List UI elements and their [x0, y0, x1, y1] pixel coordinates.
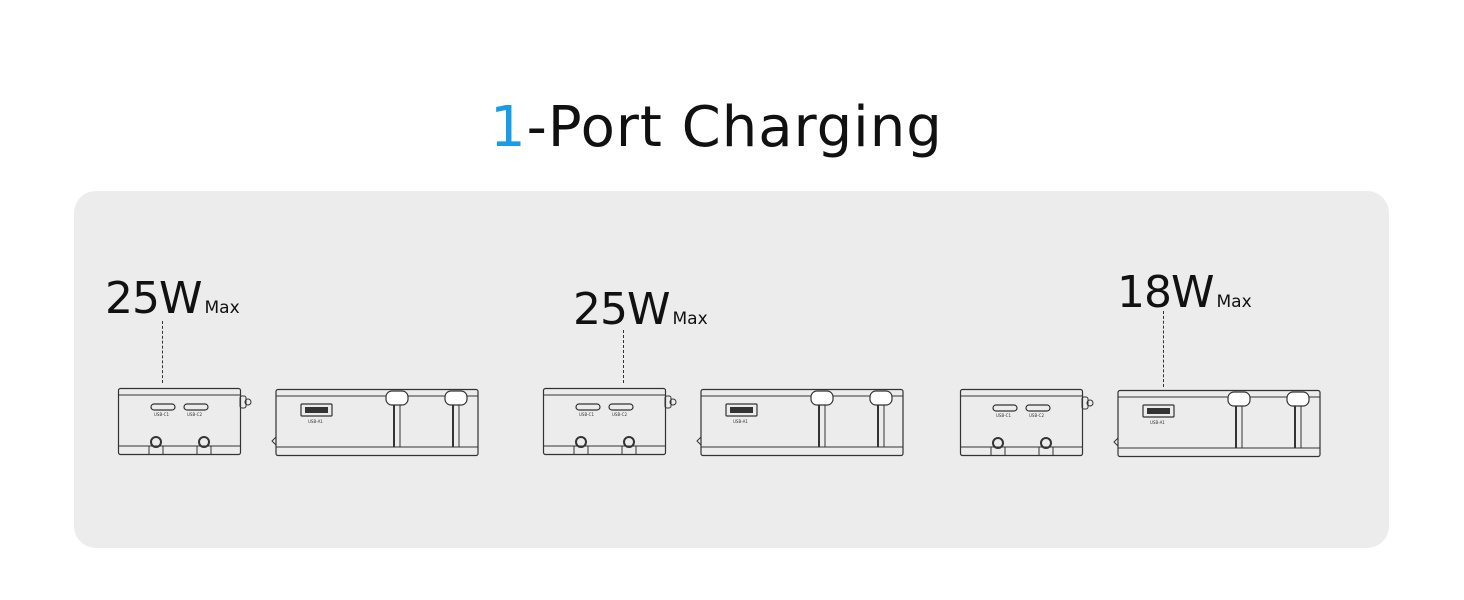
charger-side-illustration: USB-A1 [696, 388, 904, 457]
charger-front-illustration: USB-C1 USB-C2 [542, 387, 677, 456]
port-label-c1: USB-C1 [154, 412, 169, 417]
port-indicator-line [162, 321, 163, 383]
page-title: 1-Port Charging [490, 100, 943, 156]
title-text: -Port Charging [526, 95, 943, 160]
charger-front-view: USB-C1 USB-C2 [542, 387, 678, 456]
port-label-c1: USB-C1 [579, 412, 594, 417]
charger-front-illustration: USB-C1 USB-C2 [117, 387, 252, 456]
port-label-a1: USB-A1 [1150, 420, 1165, 425]
charger-side-illustration: USB-A1 [271, 388, 479, 457]
wattage-value: 25W [105, 273, 202, 324]
port-label-a1: USB-A1 [308, 419, 323, 424]
port-label-c2: USB-C2 [187, 412, 202, 417]
wattage-unit: Max [1216, 292, 1252, 312]
port-label-c2: USB-C2 [612, 412, 627, 417]
wattage-unit: Max [204, 298, 240, 318]
charger-side-view: USB-A1 [271, 388, 480, 457]
charger-front-illustration: USB-C1 USB-C2 [959, 388, 1094, 457]
port-label-a1: USB-A1 [733, 419, 748, 424]
charger-front-view: USB-C1 USB-C2 [117, 387, 253, 456]
port-indicator-line [1163, 311, 1164, 387]
port-indicator-line [623, 330, 624, 383]
charger-front-view: USB-C1 USB-C2 [959, 388, 1095, 457]
charger-side-illustration: USB-A1 [1113, 389, 1321, 458]
wattage-unit: Max [672, 309, 708, 329]
port-label-c1: USB-C1 [996, 413, 1011, 418]
wattage-value: 25W [573, 284, 670, 335]
charger-side-view: USB-A1 [1113, 389, 1322, 458]
wattage-value: 18W [1117, 267, 1214, 318]
title-accent-digit: 1 [490, 95, 527, 160]
charger-side-view: USB-A1 [696, 388, 905, 457]
port-label-c2: USB-C2 [1029, 413, 1044, 418]
